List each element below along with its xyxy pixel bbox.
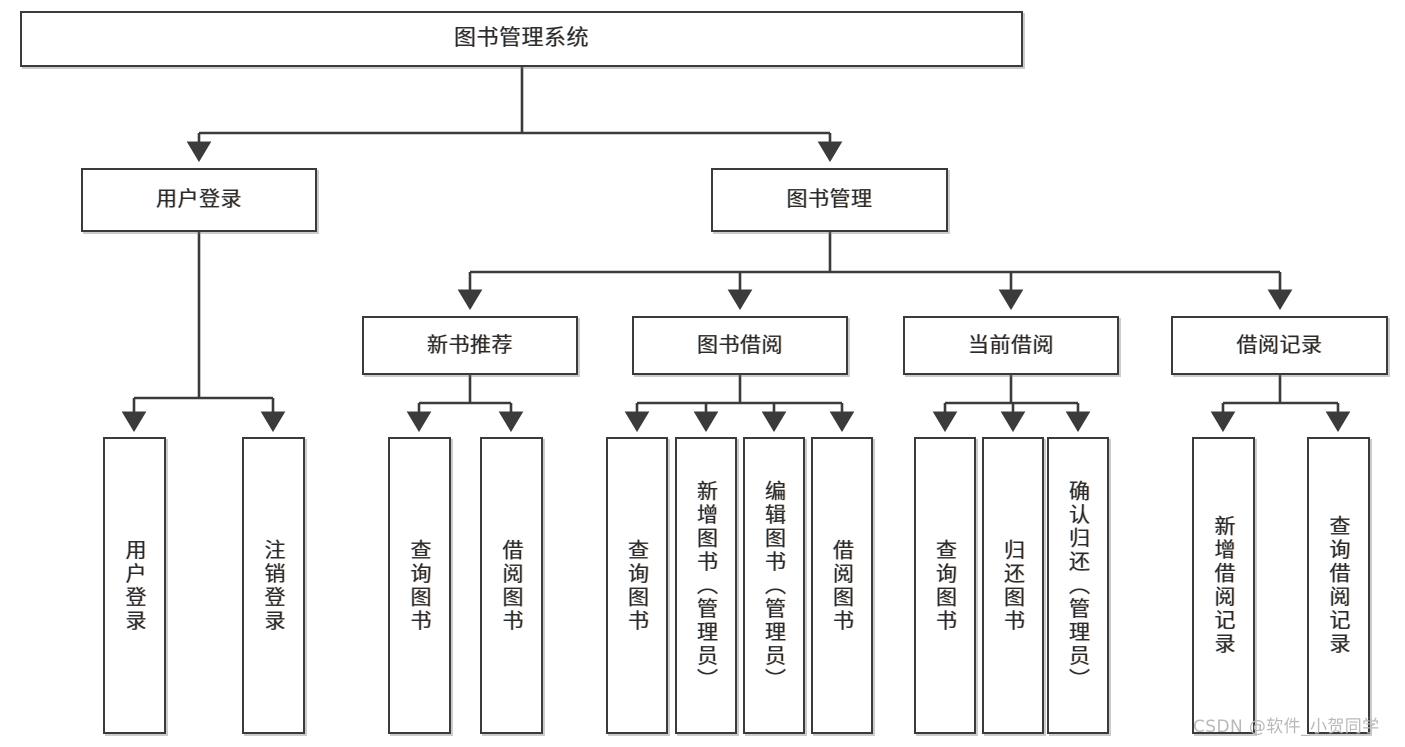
leaf-query-book-recommend[interactable]: 查询图书 bbox=[388, 437, 451, 734]
leaf-add-borrow-record[interactable]: 新增借阅记录 bbox=[1192, 437, 1255, 734]
node-label: 查询图书 bbox=[408, 538, 432, 633]
node-label: 查询图书 bbox=[933, 538, 958, 633]
node-label: 新增图书（管理员） bbox=[694, 479, 719, 692]
leaf-user-logout[interactable]: 注销登录 bbox=[242, 437, 305, 734]
leaf-borrow-book-recommend[interactable]: 借阅图书 bbox=[480, 437, 543, 734]
node-label: 编辑图书（管理员） bbox=[762, 479, 787, 692]
leaf-query-borrow-record[interactable]: 查询借阅记录 bbox=[1307, 437, 1370, 734]
node-label: 图书管理系统 bbox=[453, 25, 589, 51]
node-label: 新增借阅记录 bbox=[1212, 515, 1236, 656]
node-label: 借阅图书 bbox=[500, 538, 524, 633]
node-book-management[interactable]: 图书管理 bbox=[711, 168, 948, 232]
leaf-query-book-borrow[interactable]: 查询图书 bbox=[606, 437, 668, 734]
node-label: 借阅记录 bbox=[1236, 332, 1323, 357]
node-label: 归还图书 bbox=[1001, 538, 1026, 633]
node-label: 用户登录 bbox=[156, 187, 242, 212]
csdn-watermark: CSDN @软件_小贺同学 bbox=[1193, 717, 1380, 737]
node-book-borrow[interactable]: 图书借阅 bbox=[632, 316, 848, 375]
leaf-borrow-book-borrow[interactable]: 借阅图书 bbox=[811, 437, 873, 734]
node-label: 查询图书 bbox=[625, 538, 650, 633]
node-label: 当前借阅 bbox=[968, 332, 1054, 357]
leaf-return-book[interactable]: 归还图书 bbox=[982, 437, 1044, 734]
node-label: 图书管理 bbox=[786, 187, 873, 212]
node-root-system[interactable]: 图书管理系统 bbox=[20, 11, 1023, 67]
node-label: 注销登录 bbox=[262, 538, 286, 633]
node-new-book-recommend[interactable]: 新书推荐 bbox=[362, 316, 578, 375]
node-current-borrow[interactable]: 当前借阅 bbox=[903, 316, 1119, 375]
leaf-add-book-admin[interactable]: 新增图书（管理员） bbox=[675, 437, 737, 734]
node-label: 查询借阅记录 bbox=[1327, 515, 1351, 656]
leaf-query-book-current[interactable]: 查询图书 bbox=[914, 437, 976, 734]
node-label: 用户登录 bbox=[123, 538, 147, 633]
node-label: 借阅图书 bbox=[830, 538, 855, 633]
node-label: 新书推荐 bbox=[427, 332, 513, 357]
node-label: 确认归还（管理员） bbox=[1066, 479, 1091, 692]
node-label: 图书借阅 bbox=[697, 332, 783, 357]
leaf-edit-book-admin[interactable]: 编辑图书（管理员） bbox=[743, 437, 805, 734]
node-user-login[interactable]: 用户登录 bbox=[81, 168, 317, 232]
node-borrow-record[interactable]: 借阅记录 bbox=[1171, 316, 1388, 375]
leaf-user-login[interactable]: 用户登录 bbox=[103, 437, 166, 734]
leaf-confirm-return-admin[interactable]: 确认归还（管理员） bbox=[1047, 437, 1109, 734]
